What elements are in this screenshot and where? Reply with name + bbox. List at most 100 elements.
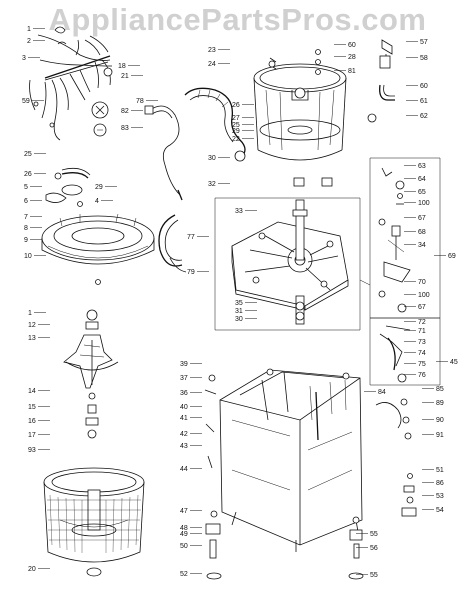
callout-label: 93 — [28, 447, 36, 454]
callout-label: 1 — [27, 26, 31, 33]
watermark: AppliancePartsPros.com — [48, 2, 427, 37]
callout-label: 55 — [370, 531, 378, 538]
callout-label: 36 — [180, 390, 188, 397]
callout-label: 100 — [418, 200, 430, 207]
callout-labels: 1235918218283782324602881575860616226272… — [22, 26, 458, 579]
callout-label: 60 — [348, 42, 356, 49]
callout-label: 56 — [370, 545, 378, 552]
callout-label: 68 — [418, 229, 426, 236]
wire-harness — [29, 26, 113, 141]
callout-label: 62 — [420, 113, 428, 120]
callout-label: 45 — [450, 359, 458, 366]
callout-label: 100 — [418, 292, 430, 299]
callout-label: 57 — [420, 39, 428, 46]
agitator — [63, 309, 119, 439]
callout-label: 26 — [232, 102, 240, 109]
strap — [158, 214, 187, 273]
callout-label: 7 — [24, 214, 28, 221]
callout-label: 37 — [180, 375, 188, 382]
callout-label: 77 — [187, 234, 195, 241]
callout-label: 15 — [28, 404, 36, 411]
callout-label: 90 — [436, 417, 444, 424]
callout-label: 83 — [121, 125, 129, 132]
callout-label: 26 — [24, 171, 32, 178]
callout-label: 17 — [28, 432, 36, 439]
leveling-feet — [205, 398, 417, 580]
callout-label: 89 — [436, 400, 444, 407]
callout-label: 8 — [24, 225, 28, 232]
callout-label: 75 — [418, 361, 426, 368]
callout-label: 33 — [235, 208, 243, 215]
power-cord — [144, 105, 183, 201]
callout-label: 73 — [418, 339, 426, 346]
callout-label: 16 — [28, 418, 36, 425]
callout-label: 72 — [418, 319, 426, 326]
callout-label: 23 — [208, 47, 216, 54]
callout-label: 53 — [436, 493, 444, 500]
callout-label: 12 — [28, 322, 36, 329]
callout-label: 84 — [378, 389, 386, 396]
callout-label: 43 — [180, 443, 188, 450]
callout-label: 24 — [208, 61, 216, 68]
callout-label: 39 — [180, 361, 188, 368]
callout-label: 29 — [95, 184, 103, 191]
callout-label: 22 — [232, 136, 240, 143]
callout-label: 30 — [208, 155, 216, 162]
outer-tub — [253, 49, 347, 187]
callout-label: 49 — [180, 531, 188, 538]
callout-label: 40 — [180, 404, 188, 411]
callout-label: 82 — [121, 108, 129, 115]
pump-inset — [369, 157, 441, 386]
callout-label: 61 — [420, 98, 428, 105]
callout-label: 64 — [418, 176, 426, 183]
callout-label: 32 — [208, 181, 216, 188]
callout-label: 78 — [136, 98, 144, 105]
callout-label: 29 — [232, 128, 240, 135]
callout-label: 76 — [418, 372, 426, 379]
callout-label: 5 — [24, 184, 28, 191]
callout-label: 9 — [24, 237, 28, 244]
callout-label: 65 — [418, 189, 426, 196]
callout-label: 13 — [28, 335, 36, 342]
callout-label: 41 — [180, 415, 188, 422]
callout-label: 86 — [436, 480, 444, 487]
callout-label: 10 — [24, 253, 32, 260]
callout-label: 70 — [418, 279, 426, 286]
callout-label: 35 — [235, 300, 243, 307]
callout-label: 27 — [232, 115, 240, 122]
callout-label: 52 — [180, 571, 188, 578]
callout-label: 71 — [418, 328, 426, 335]
callout-label: 79 — [187, 269, 195, 276]
callout-label: 20 — [28, 566, 36, 573]
callout-label: 2 — [27, 38, 31, 45]
callout-label: 28 — [348, 54, 356, 61]
callout-label: 51 — [436, 467, 444, 474]
callout-label: 3 — [22, 55, 26, 62]
callout-label: 48 — [180, 525, 188, 532]
callout-label: 30 — [235, 316, 243, 323]
callout-label: 91 — [436, 432, 444, 439]
callout-label: 85 — [436, 386, 444, 393]
callout-label: 18 — [118, 63, 126, 70]
spin-basket — [43, 467, 145, 577]
callout-label: 14 — [28, 388, 36, 395]
callout-label: 74 — [418, 350, 426, 357]
callout-label: 1 — [28, 310, 32, 317]
callout-label: 55 — [370, 572, 378, 579]
callout-label: 81 — [348, 68, 356, 75]
callout-label: 67 — [418, 304, 426, 311]
callout-label: 63 — [418, 163, 426, 170]
transmission-panel — [214, 197, 371, 331]
callout-label: 58 — [420, 55, 428, 62]
callout-label: 31 — [235, 308, 243, 315]
callout-label: 42 — [180, 431, 188, 438]
callout-label: 69 — [448, 253, 456, 260]
tub-ring — [41, 213, 155, 285]
callout-label: 34 — [418, 242, 426, 249]
callout-label: 67 — [418, 215, 426, 222]
callout-label: 60 — [420, 83, 428, 90]
callout-label: 21 — [121, 73, 129, 80]
callout-label: 50 — [180, 543, 188, 550]
callout-label: 4 — [95, 198, 99, 205]
